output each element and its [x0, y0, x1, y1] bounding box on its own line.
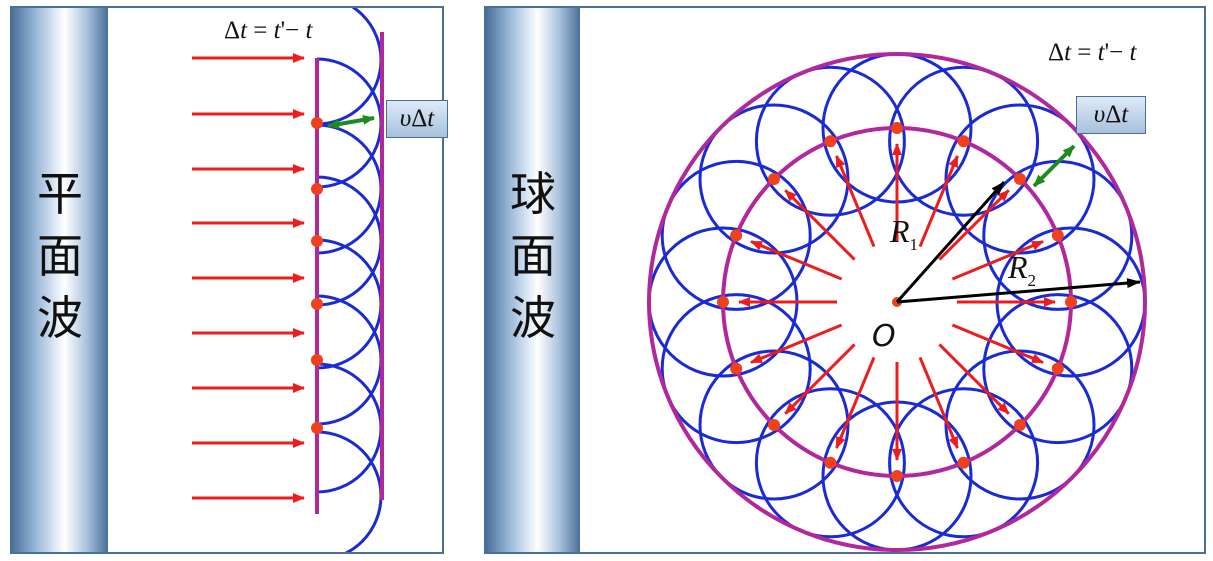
source-dot	[824, 456, 837, 469]
velocity-arrow	[1032, 144, 1076, 188]
radius-r2-arrow	[896, 278, 1141, 304]
source-dot	[891, 470, 903, 482]
source-dot	[311, 235, 323, 247]
source-dot	[1014, 173, 1026, 185]
plane-wave-diagram: Δt = t'− t	[192, 8, 384, 552]
velocity-arrow	[327, 114, 375, 130]
wavelet-circle	[888, 65, 1040, 217]
radial-arrow	[784, 189, 856, 261]
outer-wavefront	[647, 52, 1147, 552]
source-dot	[768, 419, 780, 431]
side-bar	[486, 8, 580, 552]
radius-r1-arrow	[895, 181, 1006, 303]
radial-arrow	[938, 189, 1010, 261]
radial-arrow	[951, 240, 1044, 281]
radius-r1-label: R1	[889, 213, 918, 254]
spherical-wave-diagram: Δt = t'− t O R1 R2	[647, 39, 1147, 552]
source-dot	[311, 422, 323, 434]
radial-arrow	[918, 155, 959, 248]
center-label: O	[872, 319, 896, 354]
label-char: 平	[37, 167, 83, 221]
label-char: 面	[37, 229, 83, 283]
source-dot	[1051, 229, 1064, 242]
incident-arrows	[192, 53, 305, 503]
source-dot	[957, 135, 970, 148]
huygens-wavelets	[316, 8, 383, 552]
plane-wave-label: 平 面 波	[12, 163, 108, 349]
radial-arrow	[750, 323, 843, 364]
radial-arrow	[835, 356, 876, 449]
radius-r2-label: R2	[1007, 249, 1036, 290]
label-char: 波	[510, 291, 556, 345]
wavelet-circle	[754, 387, 906, 539]
label-char: 球	[510, 167, 556, 221]
source-dot	[311, 354, 323, 366]
wavelet-circle	[944, 103, 1096, 255]
wavelet-arc	[316, 362, 383, 494]
radial-arrow	[938, 343, 1010, 415]
wavelet-circle	[944, 349, 1096, 501]
radial-arrow	[750, 240, 843, 281]
label-char: 面	[510, 229, 556, 283]
source-dot	[824, 135, 837, 148]
label-char: 波	[37, 291, 83, 345]
wavelet-circle	[982, 293, 1134, 445]
source-points	[311, 117, 323, 434]
wavelet-circle	[888, 387, 1040, 539]
source-dot	[1014, 419, 1026, 431]
source-dot	[891, 122, 903, 134]
side-bar	[12, 8, 108, 552]
source-dot	[1051, 362, 1064, 375]
time-interval-formula: Δt = t'− t	[1048, 39, 1137, 66]
source-dot	[768, 173, 780, 185]
time-interval-formula: Δt = t'− t	[224, 17, 313, 44]
wavelet-circle	[698, 349, 850, 501]
wavelet-arc	[316, 123, 383, 255]
source-dot	[717, 296, 729, 308]
radial-arrow	[918, 356, 959, 449]
source-dot	[957, 456, 970, 469]
source-dot	[730, 362, 743, 375]
source-points	[717, 122, 1077, 482]
source-dot	[311, 298, 323, 310]
wavelet-circle	[660, 293, 812, 445]
radial-arrow	[784, 343, 856, 415]
source-dot	[730, 229, 743, 242]
source-dot	[1065, 296, 1077, 308]
wavelet-circle	[660, 159, 812, 311]
radial-arrows	[738, 143, 1056, 461]
radial-arrow	[951, 323, 1044, 364]
spherical-wave-label: 球 面 波	[486, 163, 580, 349]
source-dot	[311, 117, 323, 129]
wavelet-circle	[754, 65, 906, 217]
source-dot	[311, 183, 323, 195]
wavelet-circle	[698, 103, 850, 255]
radial-arrow	[835, 155, 876, 248]
